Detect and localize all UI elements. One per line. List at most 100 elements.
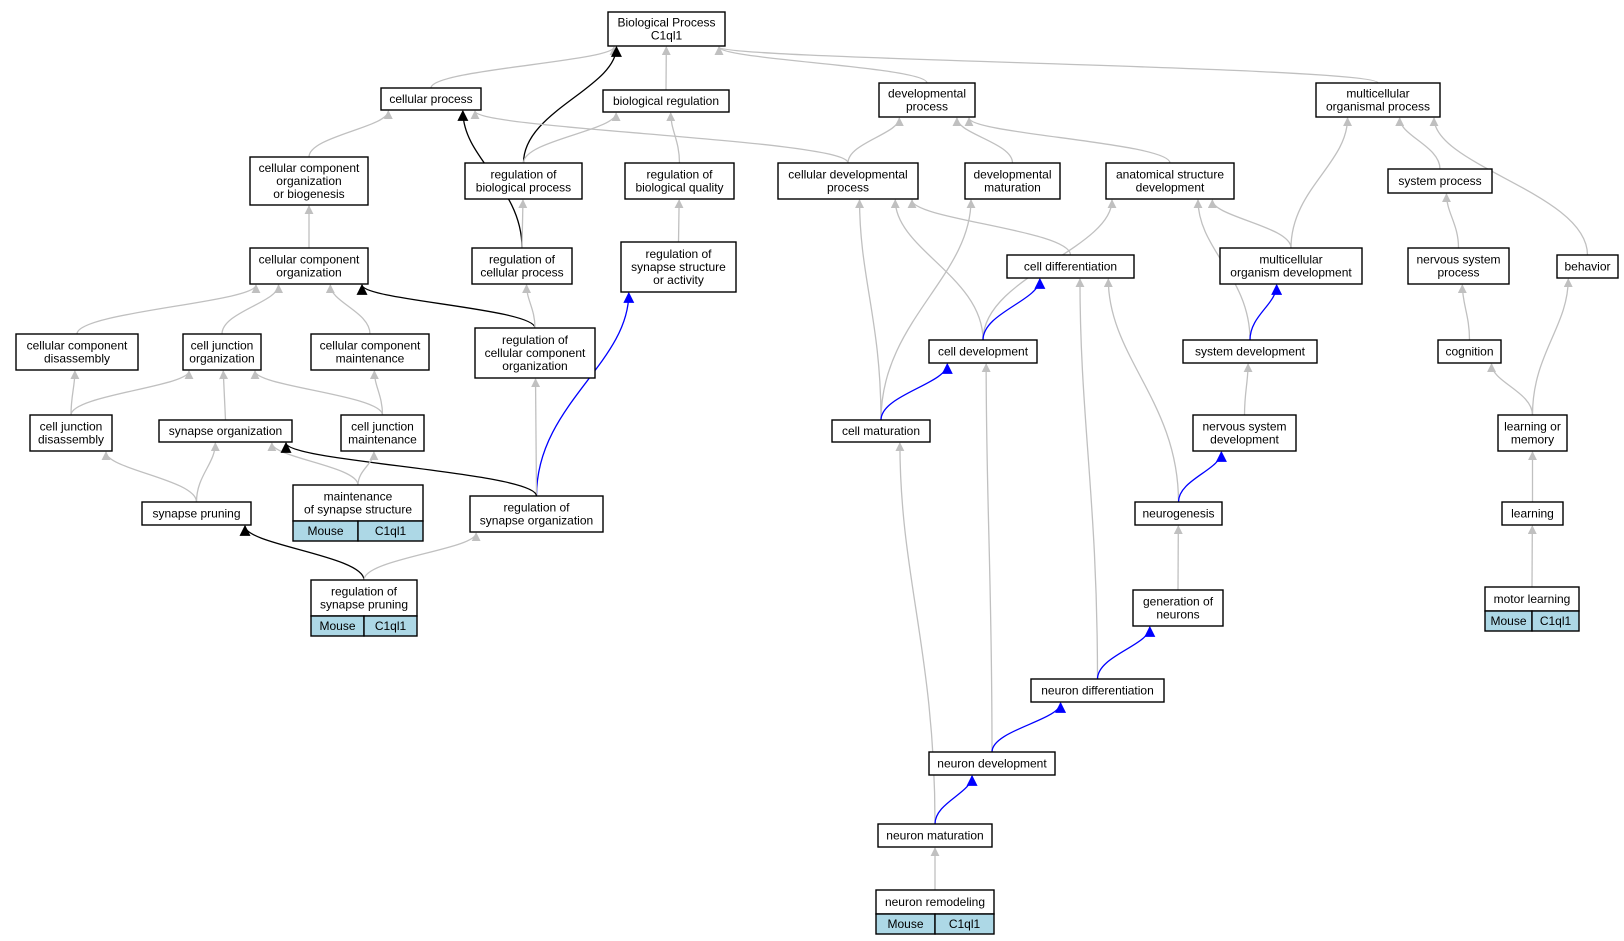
go-term-node-beh[interactable]: behavior <box>1556 254 1619 279</box>
go-term-node-br[interactable]: biological regulation <box>602 89 730 113</box>
node-label-line: regulation of <box>502 333 569 347</box>
edge-is-a-cjo-to-cco <box>221 284 284 335</box>
node-label-line: process <box>827 181 869 195</box>
node-box <box>158 419 293 443</box>
node-box <box>1030 678 1165 703</box>
edge-is-a-cd-to-cdp <box>907 199 1072 256</box>
node-box <box>1497 414 1568 452</box>
edge-is-a-cdev-to-cdp <box>890 199 984 341</box>
node-label-line: behavior <box>1564 260 1610 274</box>
node-label-line: regulation of <box>489 253 556 267</box>
edge-is-a-cog-to-nsp <box>1457 284 1471 341</box>
node-label-line: biological regulation <box>613 94 719 108</box>
edge-is-a-sp-to-mop <box>1395 117 1441 170</box>
go-term-node-cd[interactable]: cell differentiation <box>1006 254 1135 279</box>
go-term-node-ng[interactable]: neurogenesis <box>1134 501 1223 526</box>
node-label-line: regulation of <box>645 247 712 261</box>
edge-is-a-lom-to-beh <box>1531 278 1573 416</box>
go-term-node-nd[interactable]: neuron differentiation <box>1030 678 1165 703</box>
edge-is-a-spr-to-cjd <box>101 451 198 503</box>
go-term-node-cdev[interactable]: cell development <box>928 339 1038 364</box>
node-box <box>620 241 737 293</box>
edge-part-of-cm-to-cdev <box>880 362 953 421</box>
edge-is-a-beh-to-mop <box>1429 117 1589 256</box>
go-term-node-cp[interactable]: cellular process <box>380 87 482 111</box>
edge-is-a-nsp-to-sp <box>1441 193 1460 249</box>
annotation-gene-label: C1ql1 <box>1540 614 1572 628</box>
edge-is-a-rcp-to-rbp <box>518 199 528 249</box>
node-box <box>474 327 596 379</box>
node-box <box>877 823 993 848</box>
edge-is-a-ndev-to-cdev <box>981 363 993 753</box>
edge-is-a-so-to-cjo <box>219 370 229 421</box>
node-box <box>310 333 430 371</box>
node-label-line: synapse pruning <box>152 507 240 521</box>
node-box <box>249 247 369 285</box>
node-box <box>1501 501 1564 526</box>
edge-regulates-rbp-to-bp <box>522 45 622 164</box>
annotation-gene-cell <box>934 913 995 935</box>
go-term-node-spr[interactable]: synapse pruning <box>141 501 252 526</box>
go-term-node-ndev[interactable]: neuron development <box>928 751 1056 776</box>
go-term-node-cm[interactable]: cell maturation <box>831 419 931 443</box>
node-label-line: cell differentiation <box>1024 260 1117 274</box>
node-label-line: maturation <box>984 181 1041 195</box>
go-term-node-lrn[interactable]: learning <box>1501 501 1564 526</box>
node-label-line: multicellular <box>1259 253 1322 267</box>
node-label-line: synapse pruning <box>320 598 408 612</box>
node-label-line: nervous system <box>1416 253 1500 267</box>
node-box <box>469 495 604 533</box>
edge-is-a-lom-to-cog <box>1487 363 1534 416</box>
node-label-line: neurons <box>1156 608 1199 622</box>
node-box <box>380 87 482 111</box>
node-box <box>777 162 919 200</box>
go-term-node-nm[interactable]: neuron maturation <box>877 823 993 848</box>
node-label-line: cellular process <box>389 92 472 106</box>
node-label-line: organization <box>189 352 254 366</box>
edge-is-a-mss-to-so <box>267 442 359 486</box>
go-term-node-sp[interactable]: system process <box>1387 168 1493 194</box>
go-term-node-cog[interactable]: cognition <box>1437 339 1502 364</box>
node-box <box>182 333 262 371</box>
node-label-line: C1ql1 <box>651 29 683 43</box>
node-box <box>1219 247 1363 285</box>
node-label-line: motor learning <box>1494 592 1571 606</box>
node-label-line: cognition <box>1445 345 1493 359</box>
edge-is-a-cjd-to-ccd <box>70 370 80 416</box>
go-term-node-so[interactable]: synapse organization <box>158 419 293 443</box>
node-label-line: development <box>1210 433 1279 447</box>
go-term-node-sd[interactable]: system development <box>1182 339 1318 364</box>
edge-is-a-rssa-to-rbq <box>674 199 684 243</box>
edge-regulates-rcco-to-cco <box>356 283 536 329</box>
node-label-line: organization <box>502 359 567 373</box>
